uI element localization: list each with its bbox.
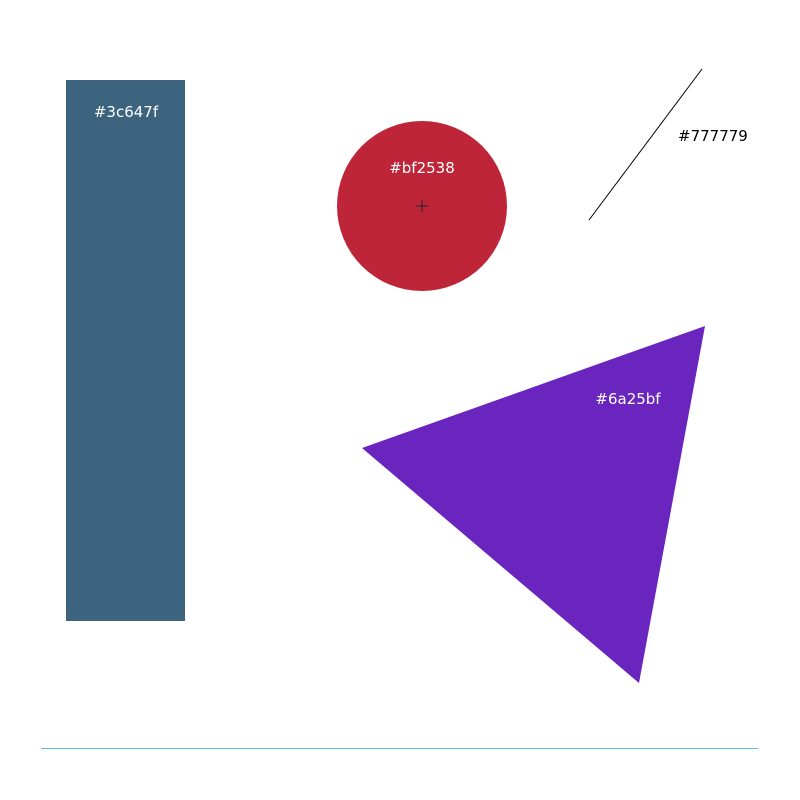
blue-rectangle: [66, 80, 185, 621]
circle-center-marker: [416, 200, 428, 212]
line-label: #777779: [678, 127, 748, 145]
triangle-label: #6a25bf: [595, 390, 661, 408]
purple-triangle: [362, 326, 705, 683]
circle-label: #bf2538: [389, 159, 455, 177]
diagonal-line: [588, 68, 703, 221]
rectangle-label: #3c647f: [94, 103, 159, 121]
